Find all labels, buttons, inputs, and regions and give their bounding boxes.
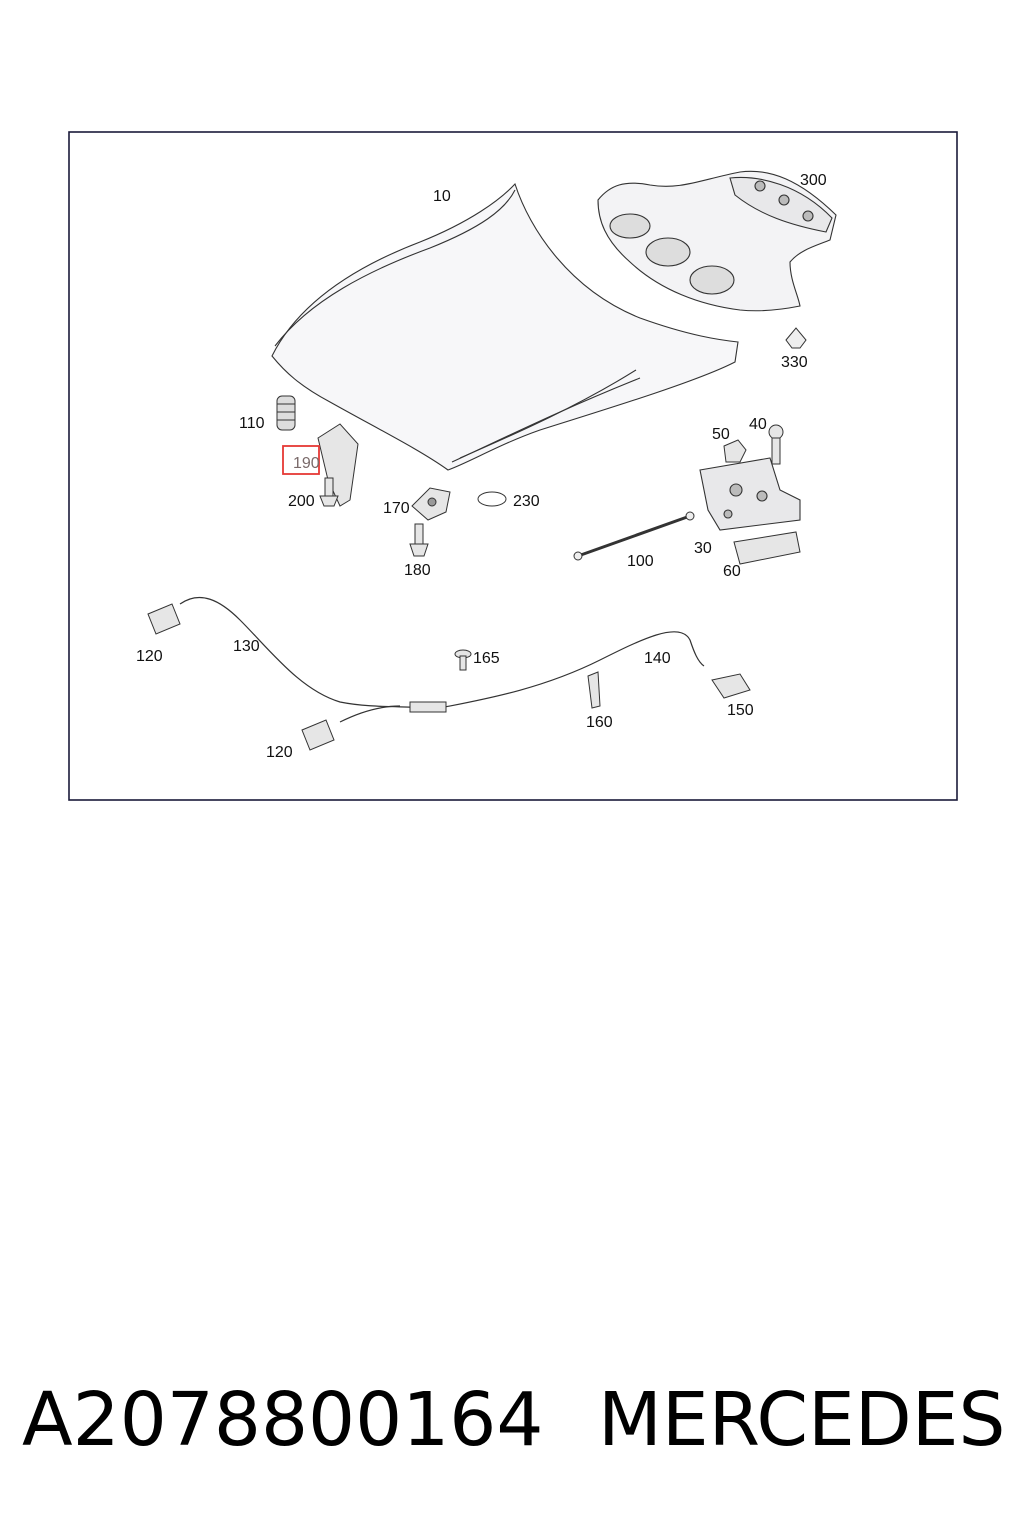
callout-165: 165 [473, 650, 500, 667]
footer: A2078800164 MERCEDES [0, 1370, 1024, 1470]
grommet-230-part [477, 491, 507, 507]
callout-110: 110 [239, 415, 265, 432]
striker-170-part [411, 487, 451, 521]
gas-strut-100-part [573, 511, 695, 561]
nut-50-part [723, 439, 747, 463]
bolt-180-part [409, 523, 429, 557]
callout-60: 60 [723, 563, 741, 580]
bumper-110-part [276, 395, 296, 431]
callout-120-top: 120 [136, 648, 163, 665]
release-lever-120-top-part [147, 603, 181, 635]
callout-190: 190 [293, 455, 320, 472]
lever-150-part [711, 673, 751, 699]
cable-130-branch-part [339, 705, 401, 723]
callout-10: 10 [433, 188, 451, 205]
clip-330-part [785, 327, 807, 349]
callout-50: 50 [712, 426, 730, 443]
cable-coupler-part [409, 701, 447, 713]
callout-120-bottom: 120 [266, 744, 293, 761]
callout-130: 130 [233, 638, 260, 655]
cable-140-part [439, 631, 705, 709]
callout-200: 200 [288, 493, 315, 510]
release-lever-120-bottom-part [301, 719, 335, 751]
bolt-40-part [768, 424, 784, 465]
callout-300: 300 [800, 172, 827, 189]
part-number: A2078800164 [22, 1377, 544, 1463]
callout-330: 330 [781, 354, 808, 371]
hood-part [271, 182, 739, 471]
callout-170: 170 [383, 500, 410, 517]
callout-180: 180 [404, 562, 431, 579]
guide-160-part [587, 671, 601, 709]
bracket-60-part [733, 531, 801, 565]
callout-230: 230 [513, 493, 540, 510]
bolt-200-part [319, 477, 339, 507]
callout-30: 30 [694, 540, 712, 557]
highlight-box-190 [282, 445, 320, 475]
hinge-190-part [317, 423, 359, 507]
lock-30-part [699, 457, 801, 531]
insulation-pad-part [597, 170, 837, 312]
callout-150: 150 [727, 702, 754, 719]
cable-130-part [179, 596, 431, 709]
diagram-border [68, 131, 958, 801]
callout-140: 140 [644, 650, 671, 667]
callout-100: 100 [627, 553, 654, 570]
callout-160: 160 [586, 714, 613, 731]
brand-name: MERCEDES [598, 1377, 1006, 1463]
callout-40: 40 [749, 416, 767, 433]
pin-165-part [454, 649, 472, 671]
